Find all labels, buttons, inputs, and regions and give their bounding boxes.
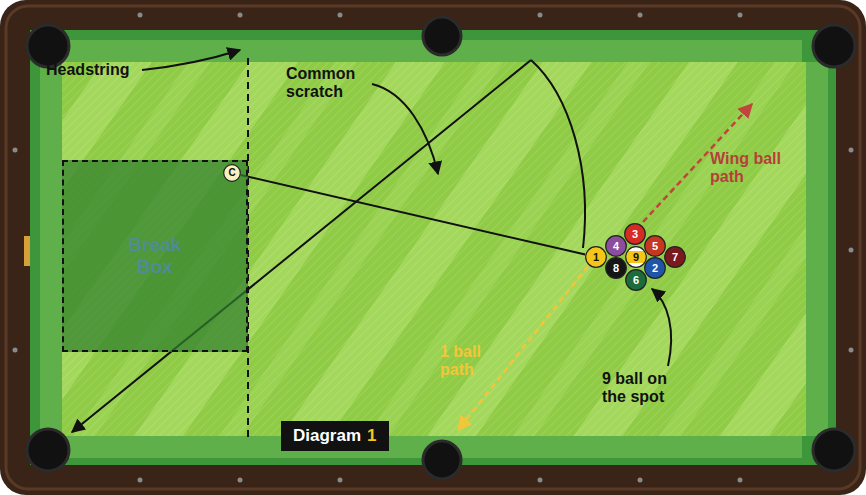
pocket xyxy=(27,25,69,67)
ball-number: C xyxy=(228,168,235,178)
headstring-label-box: Headstring xyxy=(46,61,130,79)
sight-dot xyxy=(138,13,143,18)
sight-dot xyxy=(638,478,643,483)
pocket xyxy=(423,441,461,479)
one-ball-label: 1 ball path xyxy=(440,343,481,378)
nine-ball-leader xyxy=(652,289,671,366)
ball-number: 5 xyxy=(652,241,658,252)
box-label: Break Box xyxy=(115,234,195,278)
sight-dot xyxy=(738,478,743,483)
sight-dot xyxy=(538,478,543,483)
ball-number: 9 xyxy=(633,252,639,263)
pockets xyxy=(27,17,855,479)
object-ball: 2 xyxy=(644,257,666,279)
headstring-label: Headstring xyxy=(46,61,130,78)
pocket xyxy=(813,25,855,67)
sight-dot xyxy=(138,478,143,483)
diagram-number: 1 xyxy=(367,426,376,446)
break-box: Break Box xyxy=(62,160,248,352)
object-ball: 7 xyxy=(664,246,686,268)
one-ball-label-box: 1 ball path xyxy=(440,343,496,378)
scratch-label: Common scratch xyxy=(286,65,355,100)
diagram-tag: Diagram 1 xyxy=(281,421,389,451)
sight-dot xyxy=(338,478,343,483)
cue-path xyxy=(241,175,586,255)
object-ball: 3 xyxy=(624,223,646,245)
ball-number: 1 xyxy=(593,252,599,263)
object-ball: 6 xyxy=(625,269,647,291)
cushion-right xyxy=(806,62,828,436)
ball-number: 4 xyxy=(613,241,619,252)
rail-sights xyxy=(13,13,854,483)
object-ball: 8 xyxy=(605,257,627,279)
sight-dot xyxy=(638,13,643,18)
sight-dot xyxy=(338,13,343,18)
object-ball: 1 xyxy=(585,246,607,268)
object-ball: 5 xyxy=(644,235,666,257)
rail-edge xyxy=(6,6,860,489)
pocket xyxy=(27,429,69,471)
wing-ball-label: Wing ball path xyxy=(710,150,781,185)
pocket xyxy=(813,429,855,471)
scratch-label-box: Common scratch xyxy=(286,65,368,100)
sight-dot xyxy=(849,348,854,353)
sight-dot xyxy=(738,13,743,18)
pocket xyxy=(423,17,461,55)
sight-dot xyxy=(849,248,854,253)
sight-dot xyxy=(849,148,854,153)
ball-number: 7 xyxy=(672,252,678,263)
sight-dot xyxy=(238,13,243,18)
sight-dot xyxy=(538,13,543,18)
scratch-leader xyxy=(372,84,438,174)
sight-dot xyxy=(13,148,18,153)
ball-number: 3 xyxy=(632,229,638,240)
ball-number: 6 xyxy=(633,275,639,286)
sight-dot xyxy=(238,478,243,483)
cushion xyxy=(30,30,836,465)
cloth-texture xyxy=(62,62,806,436)
nine-ball-label-box: 9 ball on the spot xyxy=(602,370,690,405)
object-ball: 9 xyxy=(625,246,647,268)
cue-ball: C xyxy=(223,164,241,182)
cushion-left xyxy=(40,62,62,436)
diagram-title: Diagram xyxy=(293,426,361,446)
sight-dot xyxy=(13,348,18,353)
cue-ball-curve xyxy=(531,60,585,248)
ball-number: 8 xyxy=(613,263,619,274)
scratch-path xyxy=(72,60,531,432)
wing-ball-label-box: Wing ball path xyxy=(710,150,802,185)
object-ball: 4 xyxy=(605,235,627,257)
ball-number: 2 xyxy=(652,263,658,274)
headstring-leader xyxy=(142,50,240,70)
table-cloth xyxy=(62,62,806,436)
nine-ball-label: 9 ball on the spot xyxy=(602,370,667,405)
